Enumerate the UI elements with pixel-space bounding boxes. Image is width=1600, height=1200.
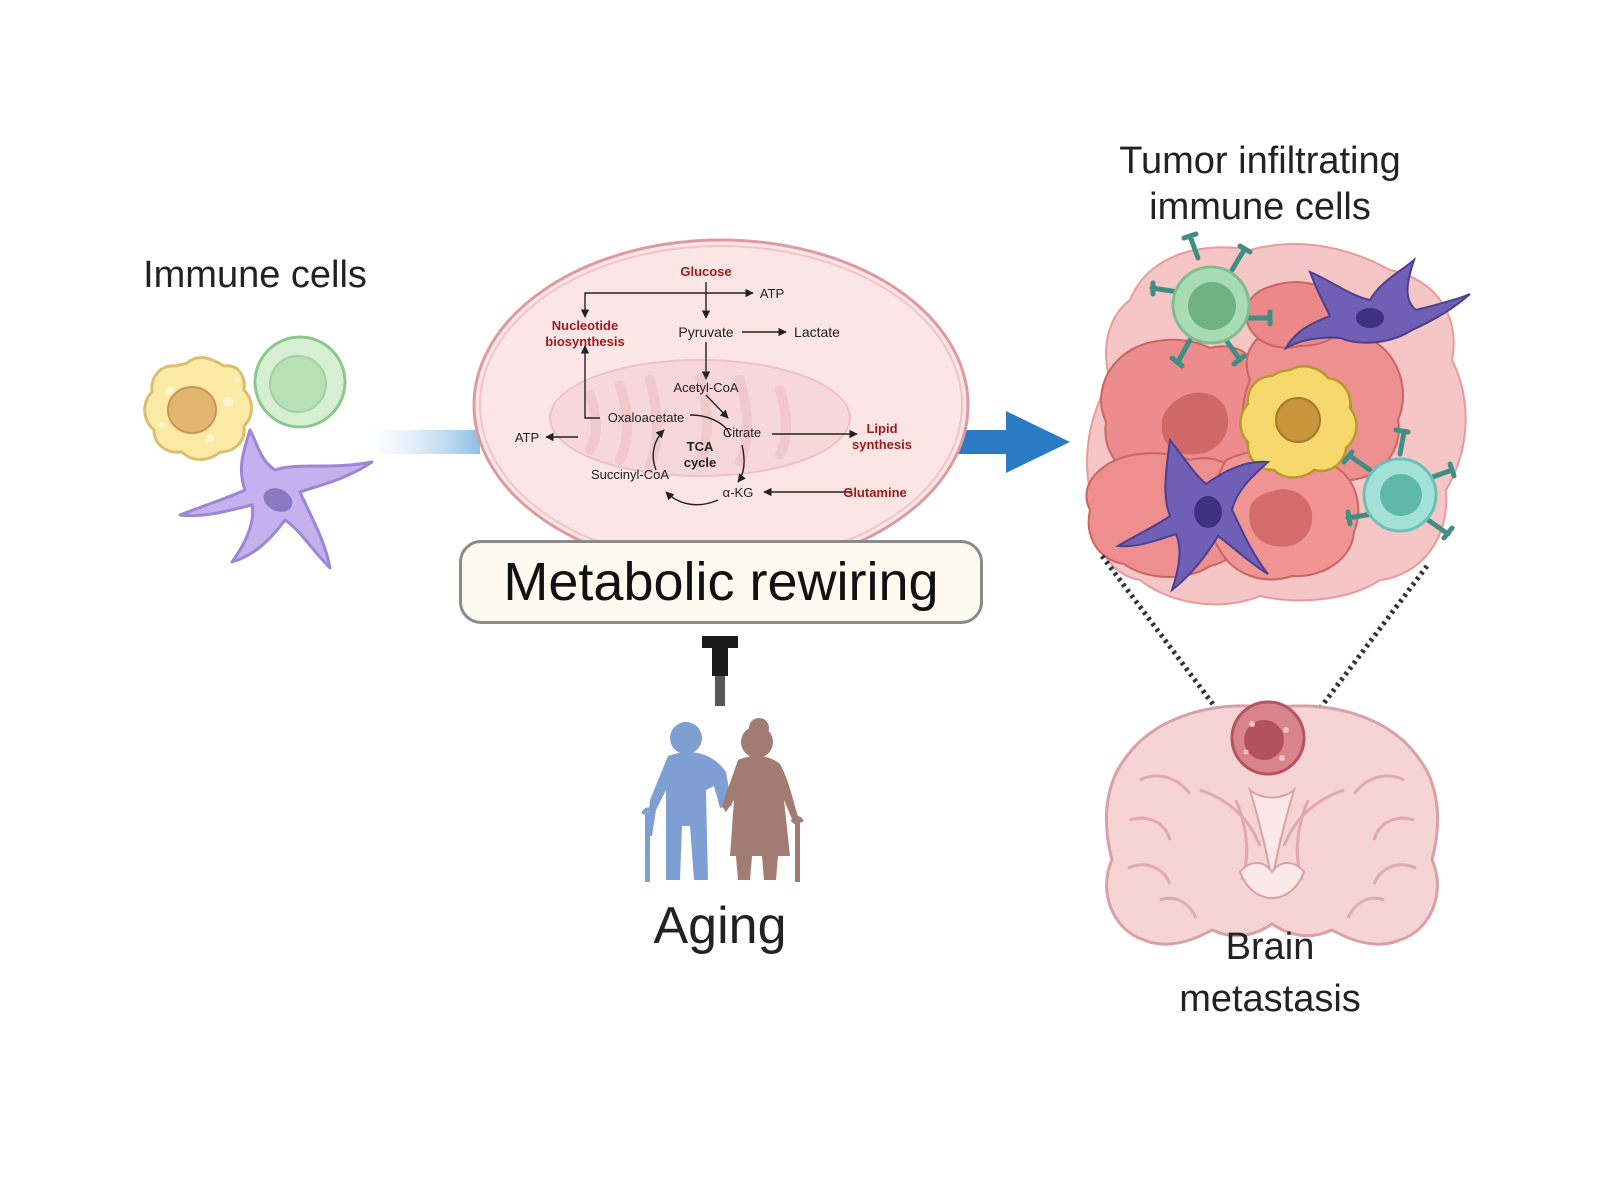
acetyl-coa-label: Acetyl-CoA — [673, 380, 738, 395]
nucleotide-label-2: biosynthesis — [545, 334, 624, 349]
aging-label: Aging — [653, 897, 787, 955]
metabolic-rewiring-label: Metabolic rewiring — [503, 552, 939, 612]
lactate-label: Lactate — [794, 324, 840, 340]
akg-label: α-KG — [723, 485, 754, 500]
brain-icon — [1105, 700, 1439, 946]
pyruvate-label: Pyruvate — [678, 324, 733, 340]
tumor-granulocyte-icon — [1239, 365, 1358, 479]
nucleotide-label-1: Nucleotide — [552, 318, 618, 333]
mitochondrion-icon — [549, 359, 851, 477]
succinyl-coa-label: Succinyl-CoA — [591, 467, 669, 482]
tca-label-2: cycle — [684, 455, 717, 470]
green-lymphocyte-icon — [253, 335, 347, 429]
flow-bar — [368, 430, 480, 454]
pathway-arrows — [545, 282, 858, 506]
lipid-label-2: synthesis — [852, 437, 912, 452]
yellow-granulocyte-icon — [143, 356, 253, 461]
oxaloacetate-label: Oxaloacetate — [608, 410, 685, 425]
tca-label-1: TCA — [687, 439, 714, 454]
metabolism-cell: Glucose ATP Pyruvate Lactate Nucleotide … — [472, 238, 970, 572]
elderly-couple-icon — [641, 718, 804, 882]
brain-metastasis-label-line2: metastasis — [1179, 978, 1361, 1020]
inhibition-bar-icon — [702, 636, 738, 706]
atp-top-label: ATP — [760, 286, 784, 301]
teal-t-cell-icon — [1341, 427, 1457, 541]
tumor-cluster — [1085, 231, 1471, 606]
tumor-infiltrating-label-line1: Tumor infiltrating — [1119, 140, 1401, 182]
immune-cells-group — [143, 335, 374, 570]
immune-cells-label: Immune cells — [143, 254, 367, 296]
purple-dendritic-cell-icon — [178, 428, 374, 570]
tumor-dendritic-cell-left-icon — [1114, 437, 1271, 593]
green-t-cell-icon — [1149, 231, 1273, 369]
tumor-dendritic-cell-top-icon — [1283, 256, 1471, 351]
lipid-label-1: Lipid — [866, 421, 897, 436]
brain-metastasis-label-line1: Brain — [1225, 926, 1315, 968]
citrate-label: Citrate — [723, 425, 761, 440]
atp-left-label: ATP — [515, 430, 539, 445]
glucose-label: Glucose — [680, 264, 731, 279]
tumor-infiltrating-label-line2: immune cells — [1149, 186, 1371, 228]
glutamine-label: Glutamine — [843, 485, 907, 500]
pathway-labels: Glucose ATP Pyruvate Lactate Nucleotide … — [515, 264, 912, 500]
metabolic-rewiring-box: Metabolic rewiring — [459, 540, 983, 624]
flow-arrow-icon — [1006, 411, 1070, 473]
